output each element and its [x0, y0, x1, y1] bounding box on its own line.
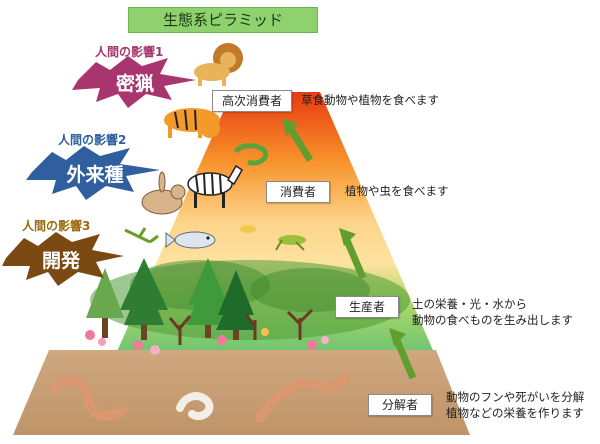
- worm-icon: [50, 373, 350, 423]
- level-description-consumer: 植物や虫を食べます: [345, 183, 449, 199]
- impact-burst-1: [72, 56, 196, 108]
- tree-icon: [120, 258, 168, 340]
- tree-icon: [216, 270, 256, 340]
- description-line: 植物や虫を食べます: [345, 184, 449, 198]
- impact-word-invasive-species: 外来種: [66, 164, 124, 186]
- level-description-apex-consumer: 草食動物や植物を食べます: [301, 92, 439, 108]
- level-label-apex-consumer: 高次消費者: [212, 90, 292, 112]
- description-line: 動物の食べものを生み出します: [412, 313, 573, 327]
- description-line: 動物のフンや死がいを分解: [446, 390, 585, 404]
- arrow-up-icon: [339, 228, 367, 280]
- grasshopper-icon: [275, 235, 306, 251]
- arrow-up-icon: [389, 328, 417, 380]
- level-label-decomposer: 分解者: [368, 394, 432, 416]
- tree-icon: [168, 308, 314, 345]
- snake-icon: [233, 143, 268, 166]
- lion-icon: [194, 43, 243, 86]
- level-label-producer: 生産者: [335, 296, 399, 318]
- level-label-consumer: 消費者: [266, 181, 330, 203]
- description-line: 草食動物や植物を食べます: [301, 93, 439, 107]
- impact-word-development: 開発: [41, 250, 80, 272]
- tree-icon: [86, 268, 124, 338]
- impact-burst-2: [26, 146, 160, 200]
- level-description-decomposer: 動物のフンや死がいを分解 植物などの栄養を作ります: [446, 389, 584, 421]
- tiger-icon: [164, 108, 220, 138]
- impact-caption-3: 人間の影響3: [22, 219, 91, 233]
- fish-icon: [165, 231, 216, 249]
- soil-layer: [13, 350, 470, 435]
- zebra-icon: [187, 164, 243, 208]
- forest-layer: [85, 258, 410, 355]
- impact-caption-2: 人間の影響2: [58, 133, 127, 147]
- bee-icon: [240, 225, 256, 233]
- impact-word-poaching: 密猟: [115, 73, 154, 95]
- impact-caption-1: 人間の影響1: [95, 45, 164, 59]
- mantis-icon: [124, 227, 159, 244]
- rabbit-icon: [141, 171, 186, 215]
- diagram-title: 生態系ピラミッド: [128, 7, 318, 33]
- arrow-up-icon: [282, 118, 313, 162]
- description-line: 植物などの栄養を作ります: [446, 406, 584, 420]
- flower-icon: [85, 328, 329, 355]
- level-description-producer: 土の栄養・光・水から 動物の食べものを生み出します: [412, 296, 573, 328]
- energy-flow-arrows: [282, 118, 417, 380]
- description-line: 土の栄養・光・水から: [412, 297, 527, 311]
- impact-burst-3: [2, 232, 124, 286]
